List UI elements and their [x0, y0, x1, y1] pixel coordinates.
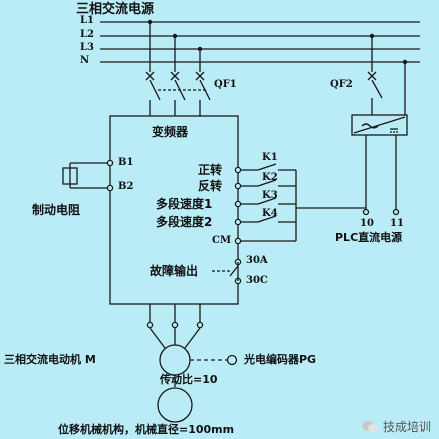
line-label-l3: L3 — [80, 42, 94, 53]
terminal-speed2: 多段速度2 — [156, 215, 213, 229]
plc-terminal-10-label: 10 — [360, 218, 374, 229]
brake-terminal-b2: B2 — [118, 181, 134, 192]
relay-k2: K2 — [262, 172, 278, 183]
chat-bubble-icon — [361, 420, 378, 432]
inverter-box — [109, 115, 239, 305]
bus-junctions — [147, 19, 408, 65]
terminal-30c: 30C — [246, 275, 268, 286]
supply-title: 三相交流电源 — [76, 2, 155, 17]
terminal-forward: 正转 — [198, 163, 223, 177]
plc-terminal-11-label: 11 — [390, 218, 404, 229]
fault-contact — [212, 262, 239, 281]
plc-supply-label: PLC直流电源 — [335, 231, 403, 244]
terminal-cm: CM — [212, 235, 232, 246]
inverter-outputs — [146, 304, 204, 349]
relay-k3: K3 — [262, 190, 278, 201]
brake-resistor — [62, 159, 114, 192]
fault-output-label: 故障输出 — [150, 264, 199, 278]
motor-label: 三相交流电动机 M — [4, 353, 96, 366]
terminal-speed1: 多段速度1 — [156, 197, 213, 211]
line-label-n: N — [80, 55, 90, 66]
plc-terminal-11 — [392, 208, 400, 216]
plc-power-box — [351, 114, 408, 136]
brake-terminal-b1: B1 — [118, 157, 134, 168]
motor-symbol — [159, 344, 191, 376]
terminal-30a: 30A — [246, 255, 268, 266]
ratio-label: 传动比=10 — [160, 373, 218, 386]
mechanism-label: 位移机械机构，机械直径=100mm — [58, 423, 235, 436]
plc-terminal-10 — [362, 208, 370, 216]
relay-contacts — [241, 163, 366, 242]
qf1-label: QF1 — [214, 79, 237, 90]
line-label-l2: L2 — [80, 29, 94, 40]
encoder-symbol — [226, 354, 238, 366]
control-terminals — [234, 166, 242, 285]
qf1-breaker — [145, 22, 211, 116]
line-label-l1: L1 — [80, 15, 94, 26]
qf2-breaker — [367, 36, 406, 115]
terminal-reverse: 反转 — [198, 179, 223, 193]
mechanism-wheel — [157, 387, 193, 423]
watermark-text: 技成培训 — [382, 420, 431, 434]
relay-k1: K1 — [262, 152, 278, 163]
relay-k4: K4 — [262, 208, 278, 219]
encoder-label: 光电编码器PG — [244, 353, 317, 366]
qf2-label: QF2 — [330, 79, 353, 90]
inverter-label: 变频器 — [152, 125, 189, 139]
brake-resistor-label: 制动电阻 — [32, 203, 81, 217]
watermark: 技成培训 — [361, 418, 431, 435]
